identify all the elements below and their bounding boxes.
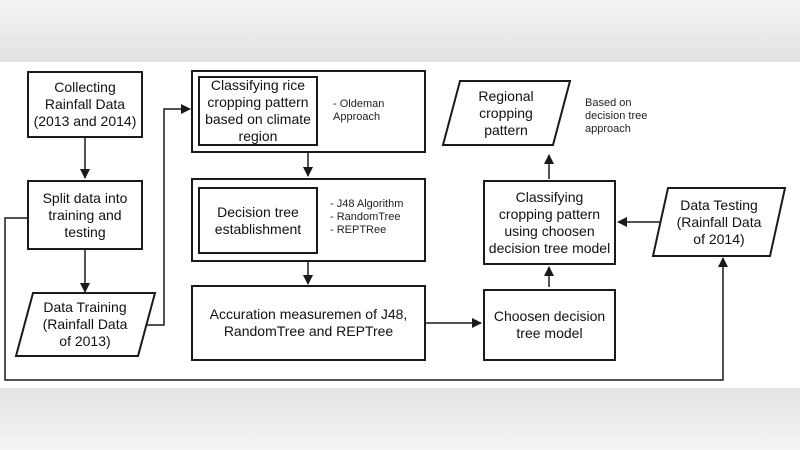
choosen-model-label: Choosen decision tree model: [493, 308, 606, 341]
data-training-label: Data Training (Rainfall Data of 2013): [42, 299, 128, 349]
accuration-measurement-label: Accuration measuremen of J48, RandomTree…: [209, 306, 408, 339]
regional-pattern-label: Regional cropping pattern: [478, 87, 534, 138]
bottom-background: [0, 388, 800, 450]
collecting-rainfall-data-node: Collecting Rainfall Data (2013 and 2014): [27, 71, 143, 138]
algorithms-note: - J48 Algorithm - RandomTree - REPTRee: [330, 198, 404, 236]
classifying-rice-container: [191, 70, 426, 153]
regional-pattern-node: Regional cropping pattern: [450, 81, 562, 145]
data-testing-node: Data Testing (Rainfall Data of 2014): [660, 188, 778, 256]
classifying-rice-label: Classifying rice cropping pattern based …: [205, 77, 311, 144]
classifying-rice-node: Classifying rice cropping pattern based …: [198, 76, 318, 146]
data-testing-label: Data Testing (Rainfall Data of 2014): [676, 196, 762, 247]
decision-tree-container: [191, 178, 426, 262]
data-training-node: Data Training (Rainfall Data of 2013): [20, 293, 150, 356]
split-data-node: Split data into training and testing: [27, 180, 143, 250]
decision-tree-label: Decision tree establishment: [214, 203, 302, 237]
top-background: [0, 0, 800, 62]
split-data-label: Split data into training and testing: [42, 189, 128, 240]
classifying-cropping-node: Classifying cropping pattern using choos…: [483, 180, 616, 265]
choosen-model-node: Choosen decision tree model: [483, 289, 616, 361]
based-on-note: Based on decision tree approach: [585, 97, 648, 135]
decision-tree-node: Decision tree establishment: [198, 187, 318, 254]
oldeman-approach-note: - Oldeman Approach: [333, 98, 385, 123]
accuration-measurement-node: Accuration measuremen of J48, RandomTree…: [191, 285, 426, 361]
classifying-cropping-label: Classifying cropping pattern using choos…: [488, 188, 611, 256]
collecting-rainfall-data-label: Collecting Rainfall Data (2013 and 2014): [33, 79, 137, 129]
